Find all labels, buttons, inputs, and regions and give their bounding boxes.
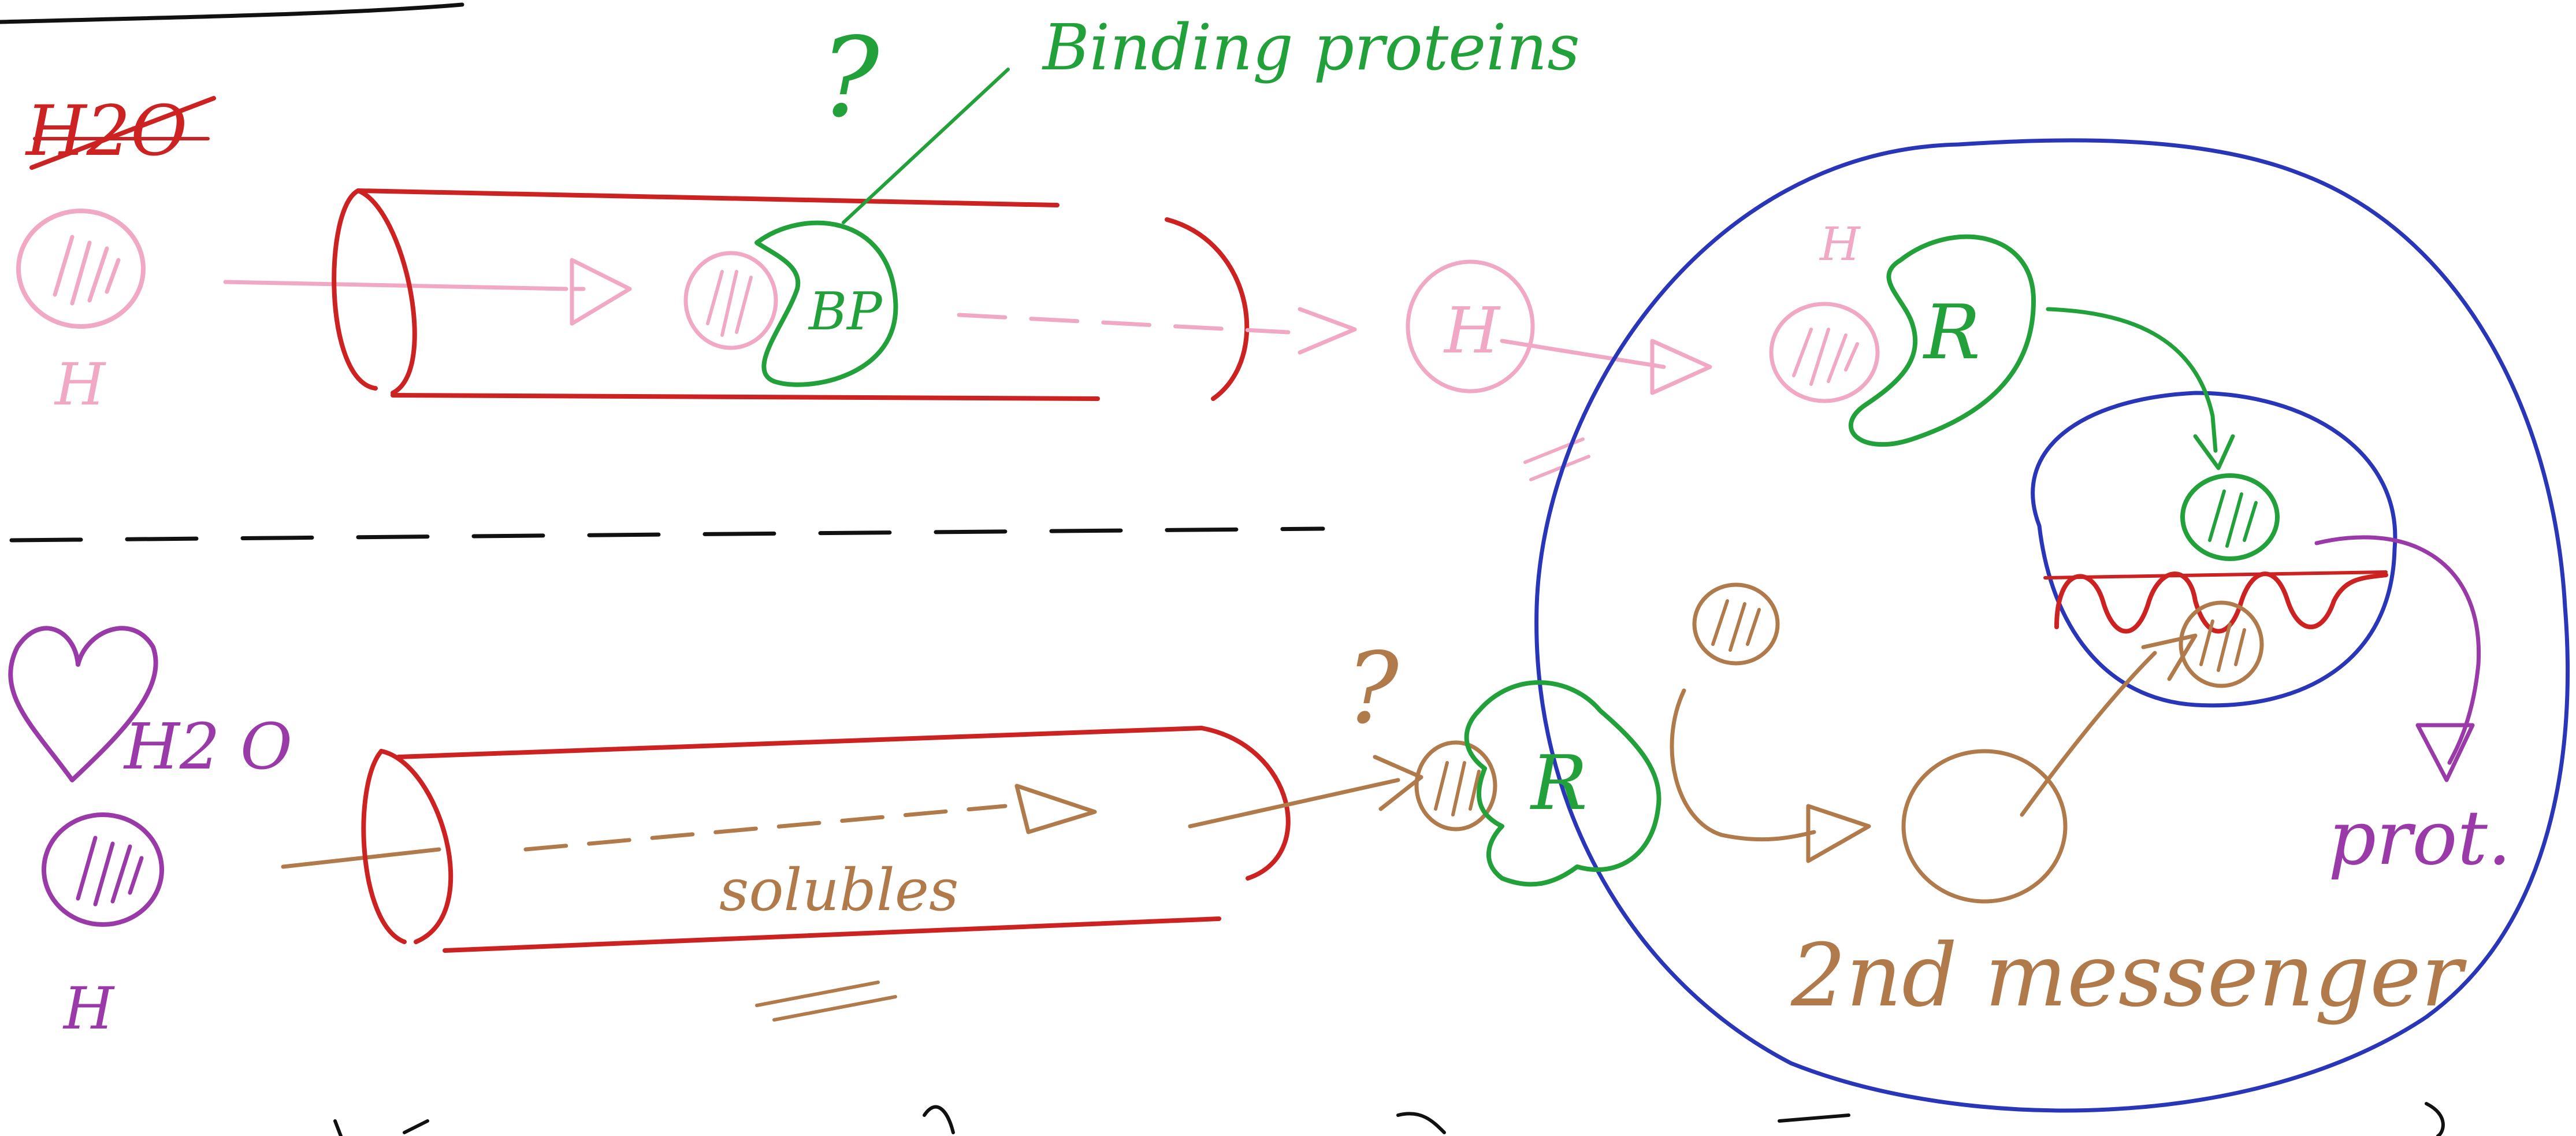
hormone-in-vessel-top: [683, 251, 778, 350]
free-hormone: H: [1406, 259, 1535, 393]
messenger-to-nucleus-line: [2020, 651, 2157, 817]
hormone-circle-bottom: [42, 812, 164, 927]
svg-text:BP: BP: [808, 281, 883, 342]
dna-strand: [2054, 571, 2388, 634]
dna-line: [2043, 570, 2388, 580]
soluble-exit-arrowhead: [1373, 755, 1423, 811]
hormone-label-bottom: H: [62, 975, 115, 1042]
crossed-h2o-label: H2O: [25, 91, 216, 172]
dashed-exit-arrowhead: [1298, 307, 1357, 355]
second-messenger-label: 2nd messenger: [1790, 926, 2467, 1026]
membrane-crossing-marks: [1523, 437, 1590, 481]
svg-text:H: H: [1819, 217, 1861, 271]
cell-membrane: [1534, 138, 2570, 1113]
question-mark-bottom: ?: [1346, 632, 1399, 746]
solubles-label: solubles: [719, 856, 958, 924]
top-border-line: [0, 2, 464, 24]
protein-output-arrowhead: [2415, 723, 2475, 782]
signal-path: [1670, 688, 1816, 842]
hormone-label-top: H: [54, 351, 106, 418]
hormone-entry-arrowhead: [570, 258, 632, 326]
svg-text:H: H: [1443, 294, 1501, 367]
cytoplasmic-hormone: [1692, 582, 1780, 666]
cropped-bottom-text-strokes: [333, 1102, 2445, 1136]
messenger-to-nucleus-arrowhead: [2141, 633, 2198, 681]
hormone-entry-arrow: [223, 280, 586, 291]
dashed-exit-arrow: [957, 313, 1291, 335]
membrane-crossing-arrowhead: [1650, 339, 1712, 395]
svg-text:R: R: [1530, 739, 1588, 827]
hormone-inside-cell: H: [1769, 217, 1880, 403]
soluble-dashed-arrowhead: [1014, 784, 1097, 834]
binding-proteins-label: Binding proteins: [1042, 10, 1580, 84]
hormone-circle-top: [16, 209, 146, 329]
intracellular-receptor: R: [1848, 234, 2036, 447]
blood-vessel-top: [332, 188, 1250, 401]
binding-proteins-leader-line: [842, 68, 1010, 224]
soluble-exit-line: [1188, 778, 1400, 829]
hormone-near-dna: [2179, 600, 2264, 688]
second-messenger-circle: [1901, 749, 2068, 904]
heart-h2o-label: H2 O: [123, 710, 292, 784]
signal-arrowhead: [1806, 804, 1871, 863]
section-divider: [9, 526, 1325, 543]
blood-vessel-bottom: [361, 726, 1291, 953]
receptor-to-nucleus-arrow: [2046, 307, 2218, 453]
heart-icon: [8, 626, 158, 782]
protein-output-arrow: [2314, 535, 2481, 765]
nucleus: [2031, 391, 2397, 708]
soluble-dashed-arrow: [523, 804, 1008, 852]
hormone-at-receptor: [1414, 740, 1497, 831]
solubles-underline: [755, 981, 897, 1022]
protein-label: prot.: [2328, 794, 2511, 882]
receptor-to-nucleus-arrowhead: [2193, 434, 2235, 470]
svg-text:R: R: [1923, 288, 1980, 376]
membrane-crossing-arrow: [1500, 339, 1666, 369]
nuclear-complex: [2180, 473, 2280, 561]
soluble-entry-line: [281, 847, 441, 869]
binding-protein: BP: [754, 220, 898, 387]
question-mark-top: ?: [820, 14, 880, 142]
membrane-receptor: R: [1464, 680, 1661, 887]
